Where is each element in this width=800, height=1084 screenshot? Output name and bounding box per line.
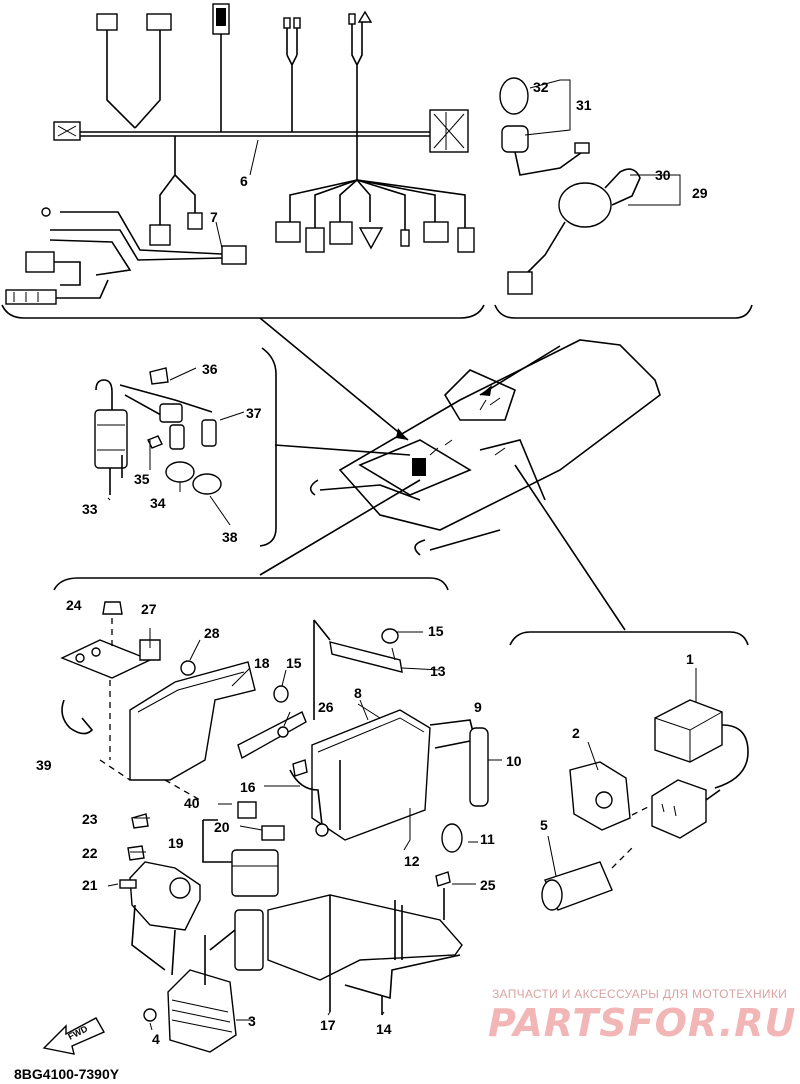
callout-40: 40: [184, 795, 200, 811]
watermark-logo: PARTSFOR.RU: [488, 1001, 797, 1045]
callout-20: 20: [214, 819, 230, 835]
callout-15-mid: 15: [286, 655, 302, 671]
switch-group: [494, 77, 753, 319]
callout-14: 14: [376, 1021, 392, 1037]
callout-27: 27: [141, 601, 157, 617]
callout-4: 4: [152, 1031, 160, 1047]
callout-7: 7: [210, 209, 218, 225]
diagram-code: 8BG4100-7390Y: [14, 1066, 120, 1082]
callout-34: 34: [150, 495, 166, 511]
callout-22: 22: [82, 845, 98, 861]
sensor-group: [509, 631, 749, 911]
callout-31: 31: [576, 97, 592, 113]
snowmobile-illustration: [259, 317, 661, 631]
callout-18: 18: [254, 655, 270, 671]
callout-2: 2: [572, 725, 580, 741]
callout-3: 3: [248, 1013, 256, 1029]
callout-12: 12: [404, 853, 420, 869]
callout-23: 23: [82, 811, 98, 827]
callout-5: 5: [540, 817, 548, 833]
callout-35: 35: [134, 471, 150, 487]
callout-38: 38: [222, 529, 238, 545]
callout-29: 29: [692, 185, 708, 201]
callout-25: 25: [480, 877, 496, 893]
callout-17: 17: [320, 1017, 336, 1033]
callout-30: 30: [655, 167, 671, 183]
callout-39: 39: [36, 757, 52, 773]
callout-10: 10: [506, 753, 522, 769]
callout-32: 32: [533, 79, 549, 95]
callout-6: 6: [240, 173, 248, 189]
wire-harness-group: [1, 3, 485, 319]
callout-13: 13: [430, 663, 446, 679]
callout-21: 21: [82, 877, 98, 893]
callout-15-top: 15: [428, 623, 444, 639]
callout-37: 37: [246, 405, 262, 421]
watermark-tagline: ЗАПЧАСТИ И АКСЕССУАРЫ ДЛЯ МОТОТЕХНИКИ: [492, 987, 788, 1001]
callout-11: 11: [480, 831, 495, 847]
callout-33: 33: [82, 501, 98, 517]
ignition-coil-group: [94, 347, 277, 547]
callout-16: 16: [240, 779, 256, 795]
electrical-box-group: [53, 577, 502, 1053]
callout-19: 19: [168, 835, 184, 851]
callout-36: 36: [202, 361, 218, 377]
callout-1: 1: [686, 651, 694, 667]
callout-24: 24: [66, 597, 82, 613]
callout-9: 9: [474, 699, 482, 715]
callout-26: 26: [318, 699, 334, 715]
callout-labels: 6 7 32 31 30 29 36 37 35 33 34 38 24 27 …: [36, 79, 708, 1047]
fwd-arrow-icon: FWD: [42, 1017, 105, 1055]
callout-28: 28: [204, 625, 220, 641]
callout-8: 8: [354, 685, 362, 701]
